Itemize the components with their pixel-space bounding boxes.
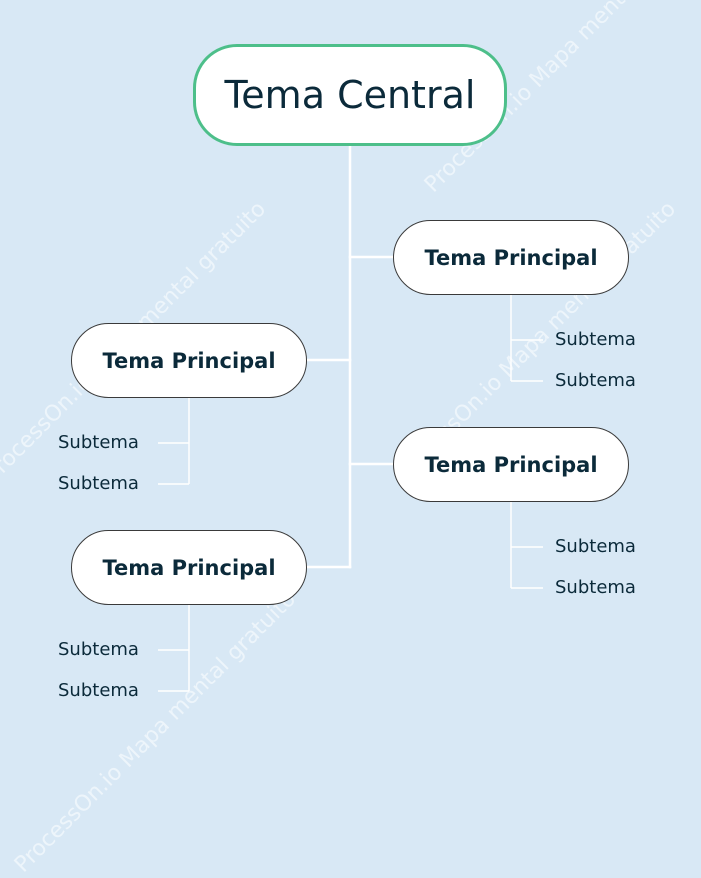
main-topic-label: Tema Principal — [424, 245, 598, 270]
central-topic-label: Tema Central — [224, 73, 476, 117]
main-topic-node[interactable]: Tema Principal — [71, 530, 307, 605]
main-topic-node[interactable]: Tema Principal — [71, 323, 307, 398]
subtopic-label[interactable]: Subtema — [58, 432, 139, 453]
main-topic-label: Tema Principal — [102, 348, 276, 373]
subtopic-label[interactable]: Subtema — [58, 639, 139, 660]
subtopic-label[interactable]: Subtema — [555, 329, 636, 350]
subtopic-label[interactable]: Subtema — [58, 473, 139, 494]
connector-lines — [158, 144, 543, 692]
central-topic-node[interactable]: Tema Central — [193, 44, 507, 146]
subtopic-label[interactable]: Subtema — [555, 577, 636, 598]
subtopic-label[interactable]: Subtema — [58, 680, 139, 701]
main-topic-node[interactable]: Tema Principal — [393, 427, 629, 502]
main-topic-node[interactable]: Tema Principal — [393, 220, 629, 295]
subtopic-label[interactable]: Subtema — [555, 370, 636, 391]
subtopic-label[interactable]: Subtema — [555, 536, 636, 557]
main-topic-label: Tema Principal — [424, 452, 598, 477]
main-topic-label: Tema Principal — [102, 555, 276, 580]
